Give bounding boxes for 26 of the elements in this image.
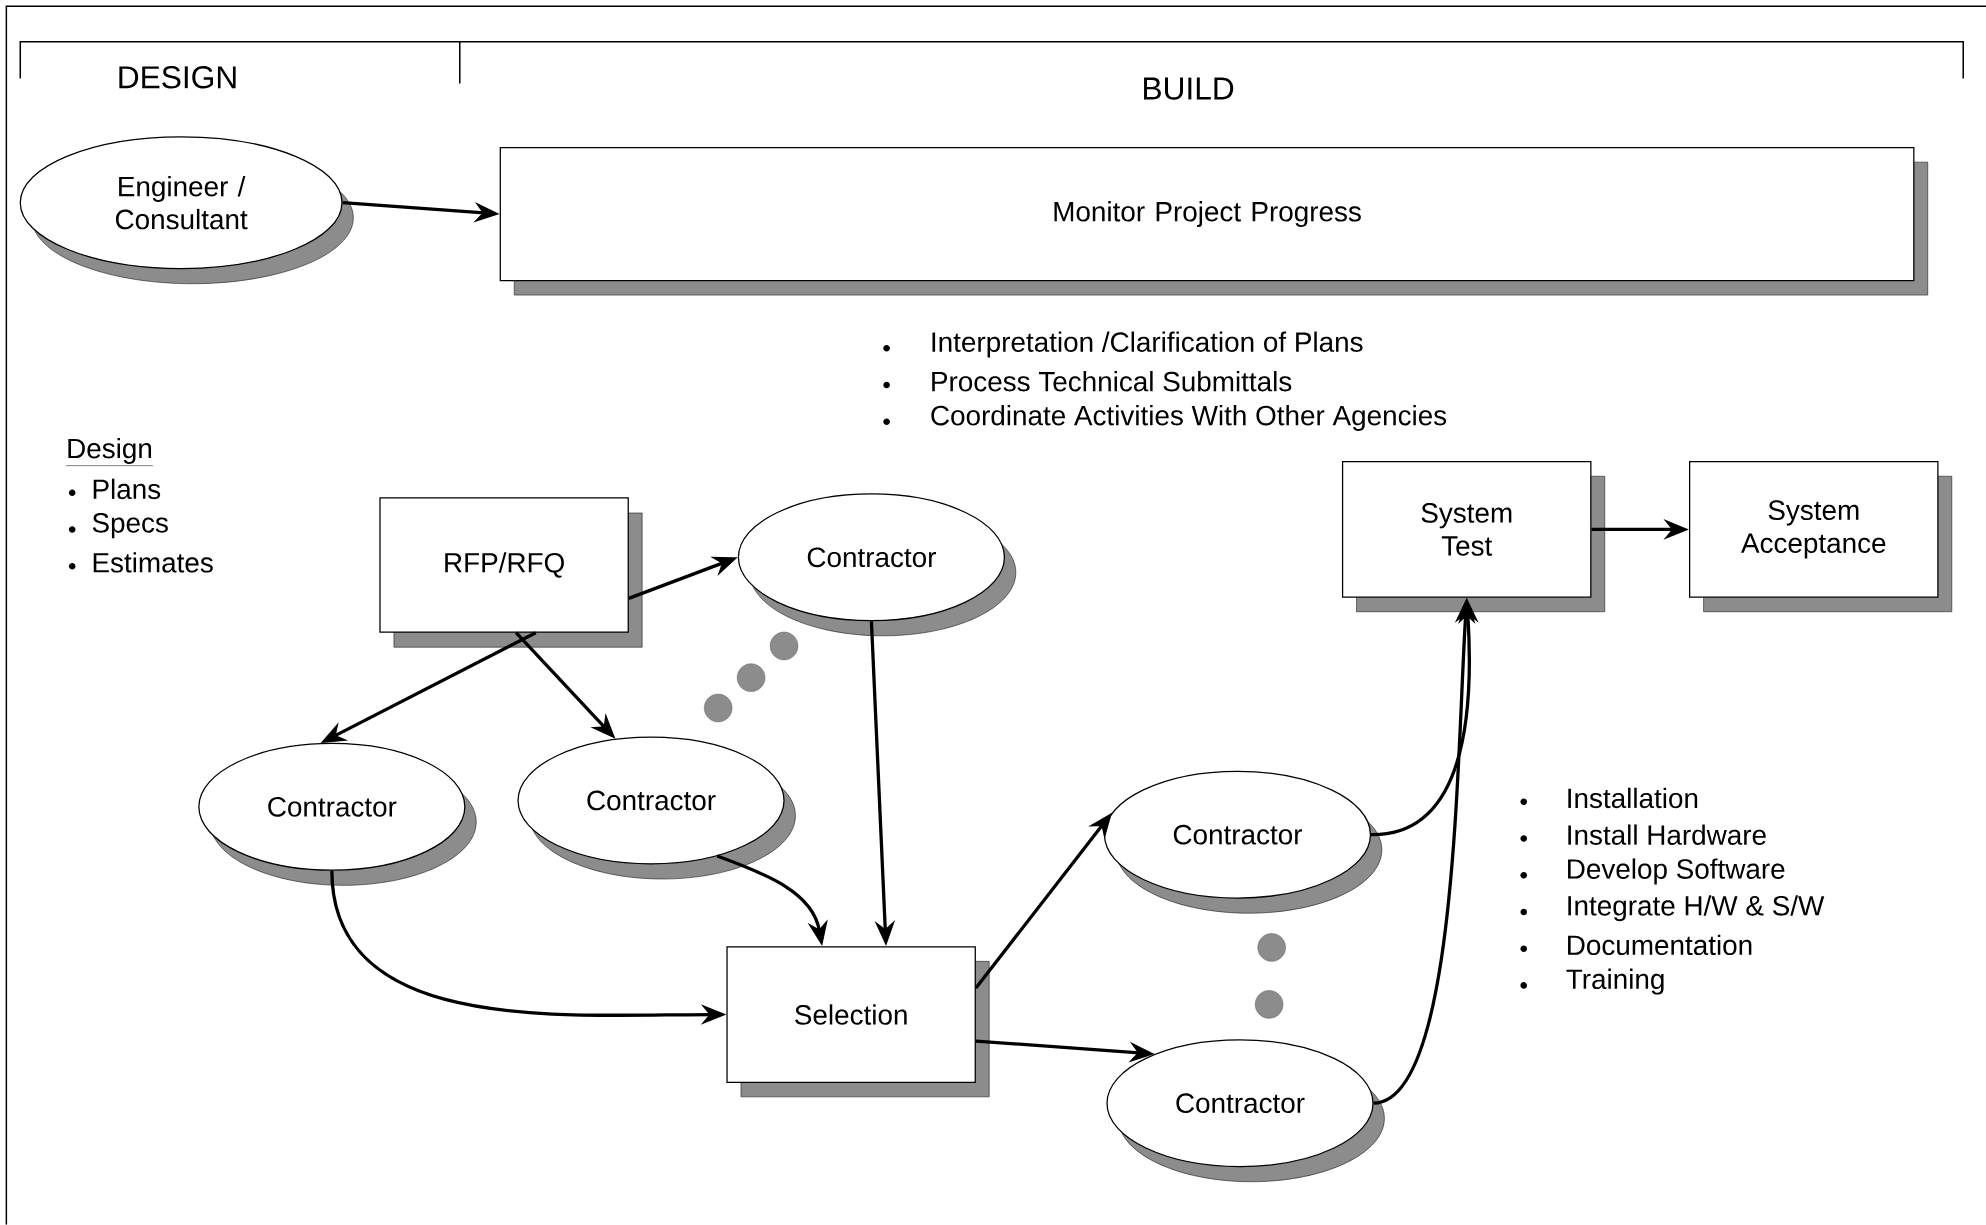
bullet-text: Develop Software [1568, 858, 1785, 885]
bullet-text: Documentation [1568, 934, 1752, 956]
bullet-text: Specs [92, 513, 168, 539]
section-heading: Design [65, 438, 154, 467]
bullet-text: Plans [93, 478, 161, 500]
bullet-text: Training [1566, 968, 1664, 995]
bullet-text: Install Hardware [1568, 824, 1766, 846]
phase-label: DESIGN [119, 66, 236, 89]
phase-label: BUILD [1144, 77, 1234, 100]
process-box: System Test [1341, 461, 1606, 613]
ellipse-node: Contractor [198, 742, 477, 886]
ellipse-node: Contractor [1103, 770, 1383, 914]
process-box: RFP/RFQ [379, 497, 643, 648]
ellipse-node: Contractor [737, 493, 1017, 637]
bullet-text: Process Technical Submittals [932, 371, 1292, 392]
ellipse-node: Engineer / Consultant [19, 136, 354, 285]
bullet-text: Estimates [93, 552, 213, 573]
bullet-text: Interpretation /Clarification of Plans [932, 331, 1363, 358]
bullet-text: Coordinate Activities With Other Agencies [931, 405, 1447, 432]
process-box: Selection [726, 946, 990, 1098]
ellipse-node: Contractor [1106, 1039, 1385, 1183]
bullet-text: Installation [1568, 787, 1698, 809]
process-box: Monitor Project Progress [499, 147, 1928, 296]
process-box: System Acceptance [1689, 461, 1953, 613]
ellipse-node: Contractor [517, 736, 796, 880]
bullet-text: Integrate H/W & S/W [1568, 895, 1825, 922]
